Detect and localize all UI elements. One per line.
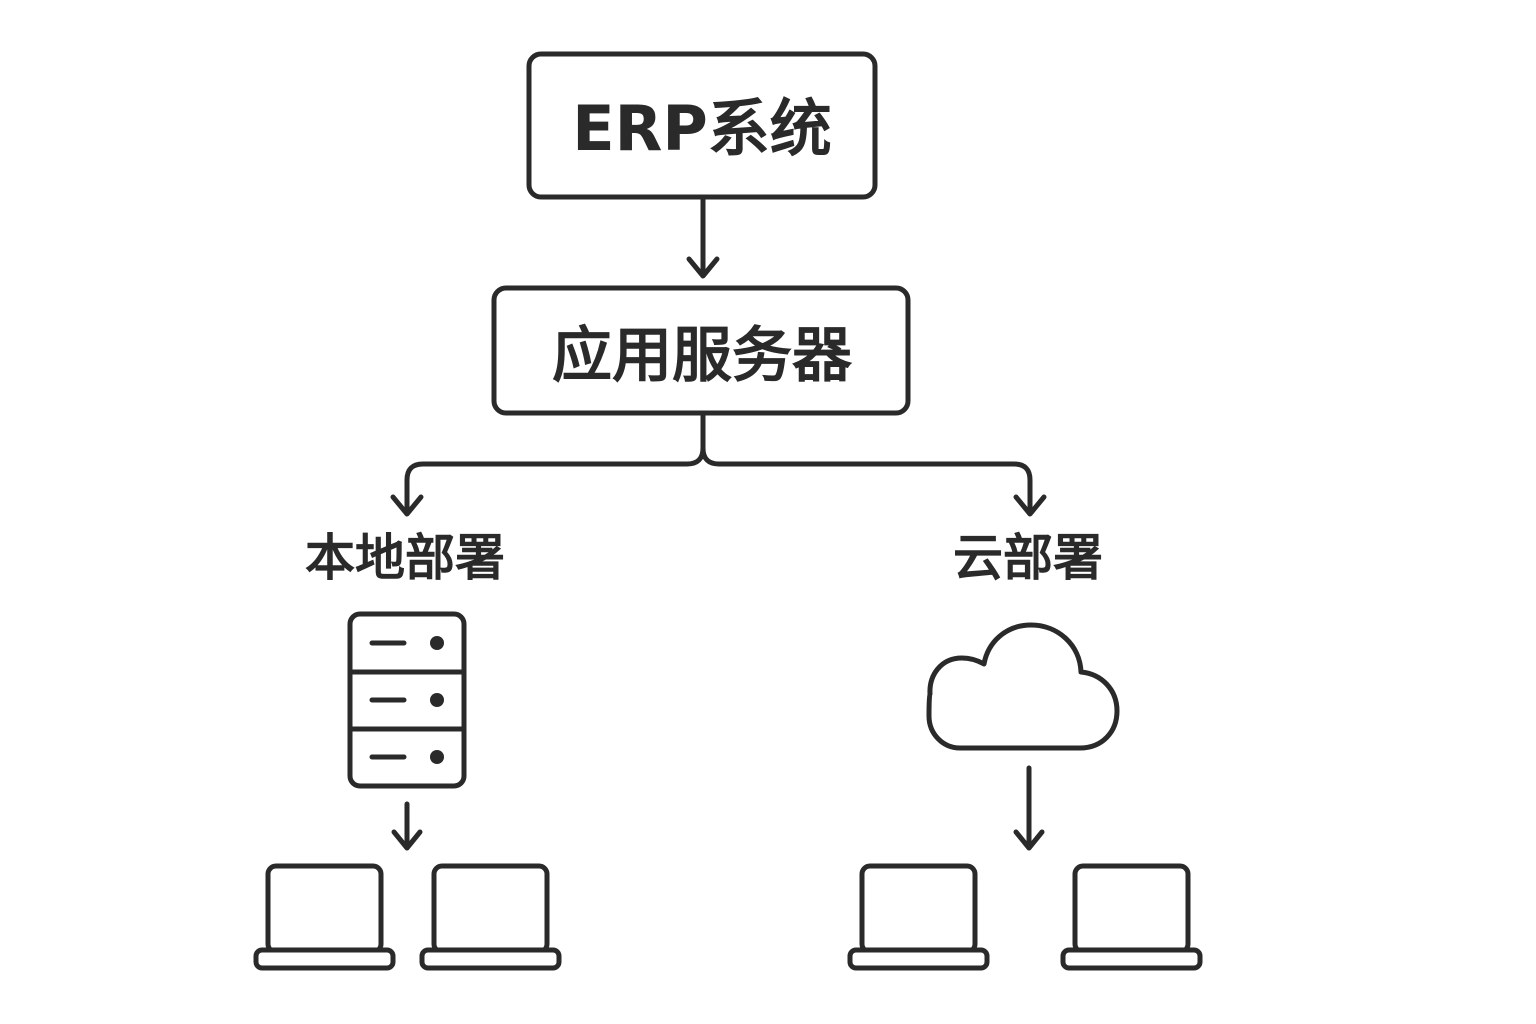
erp-system-node[interactable]: ERP系统 xyxy=(526,51,878,200)
arrow-cloud-to-clients xyxy=(1013,765,1045,851)
erp-system-label: ERP系统 xyxy=(572,92,832,165)
app-server-node[interactable]: 应用服务器 xyxy=(491,285,911,416)
arrow-erp-to-app-server xyxy=(686,195,720,279)
cloud-icon xyxy=(926,622,1120,751)
laptop-icon xyxy=(847,863,990,971)
laptop-icon xyxy=(253,863,396,971)
app-server-label: 应用服务器 xyxy=(552,321,853,391)
branch-connector xyxy=(390,411,1047,517)
laptop-icon xyxy=(419,863,562,971)
cloud-label: 云部署 xyxy=(953,529,1103,587)
arrow-server-to-clients xyxy=(391,801,423,851)
on-premise-label: 本地部署 xyxy=(305,529,505,587)
server-rack-icon xyxy=(347,611,467,789)
laptop-icon xyxy=(1060,863,1203,971)
